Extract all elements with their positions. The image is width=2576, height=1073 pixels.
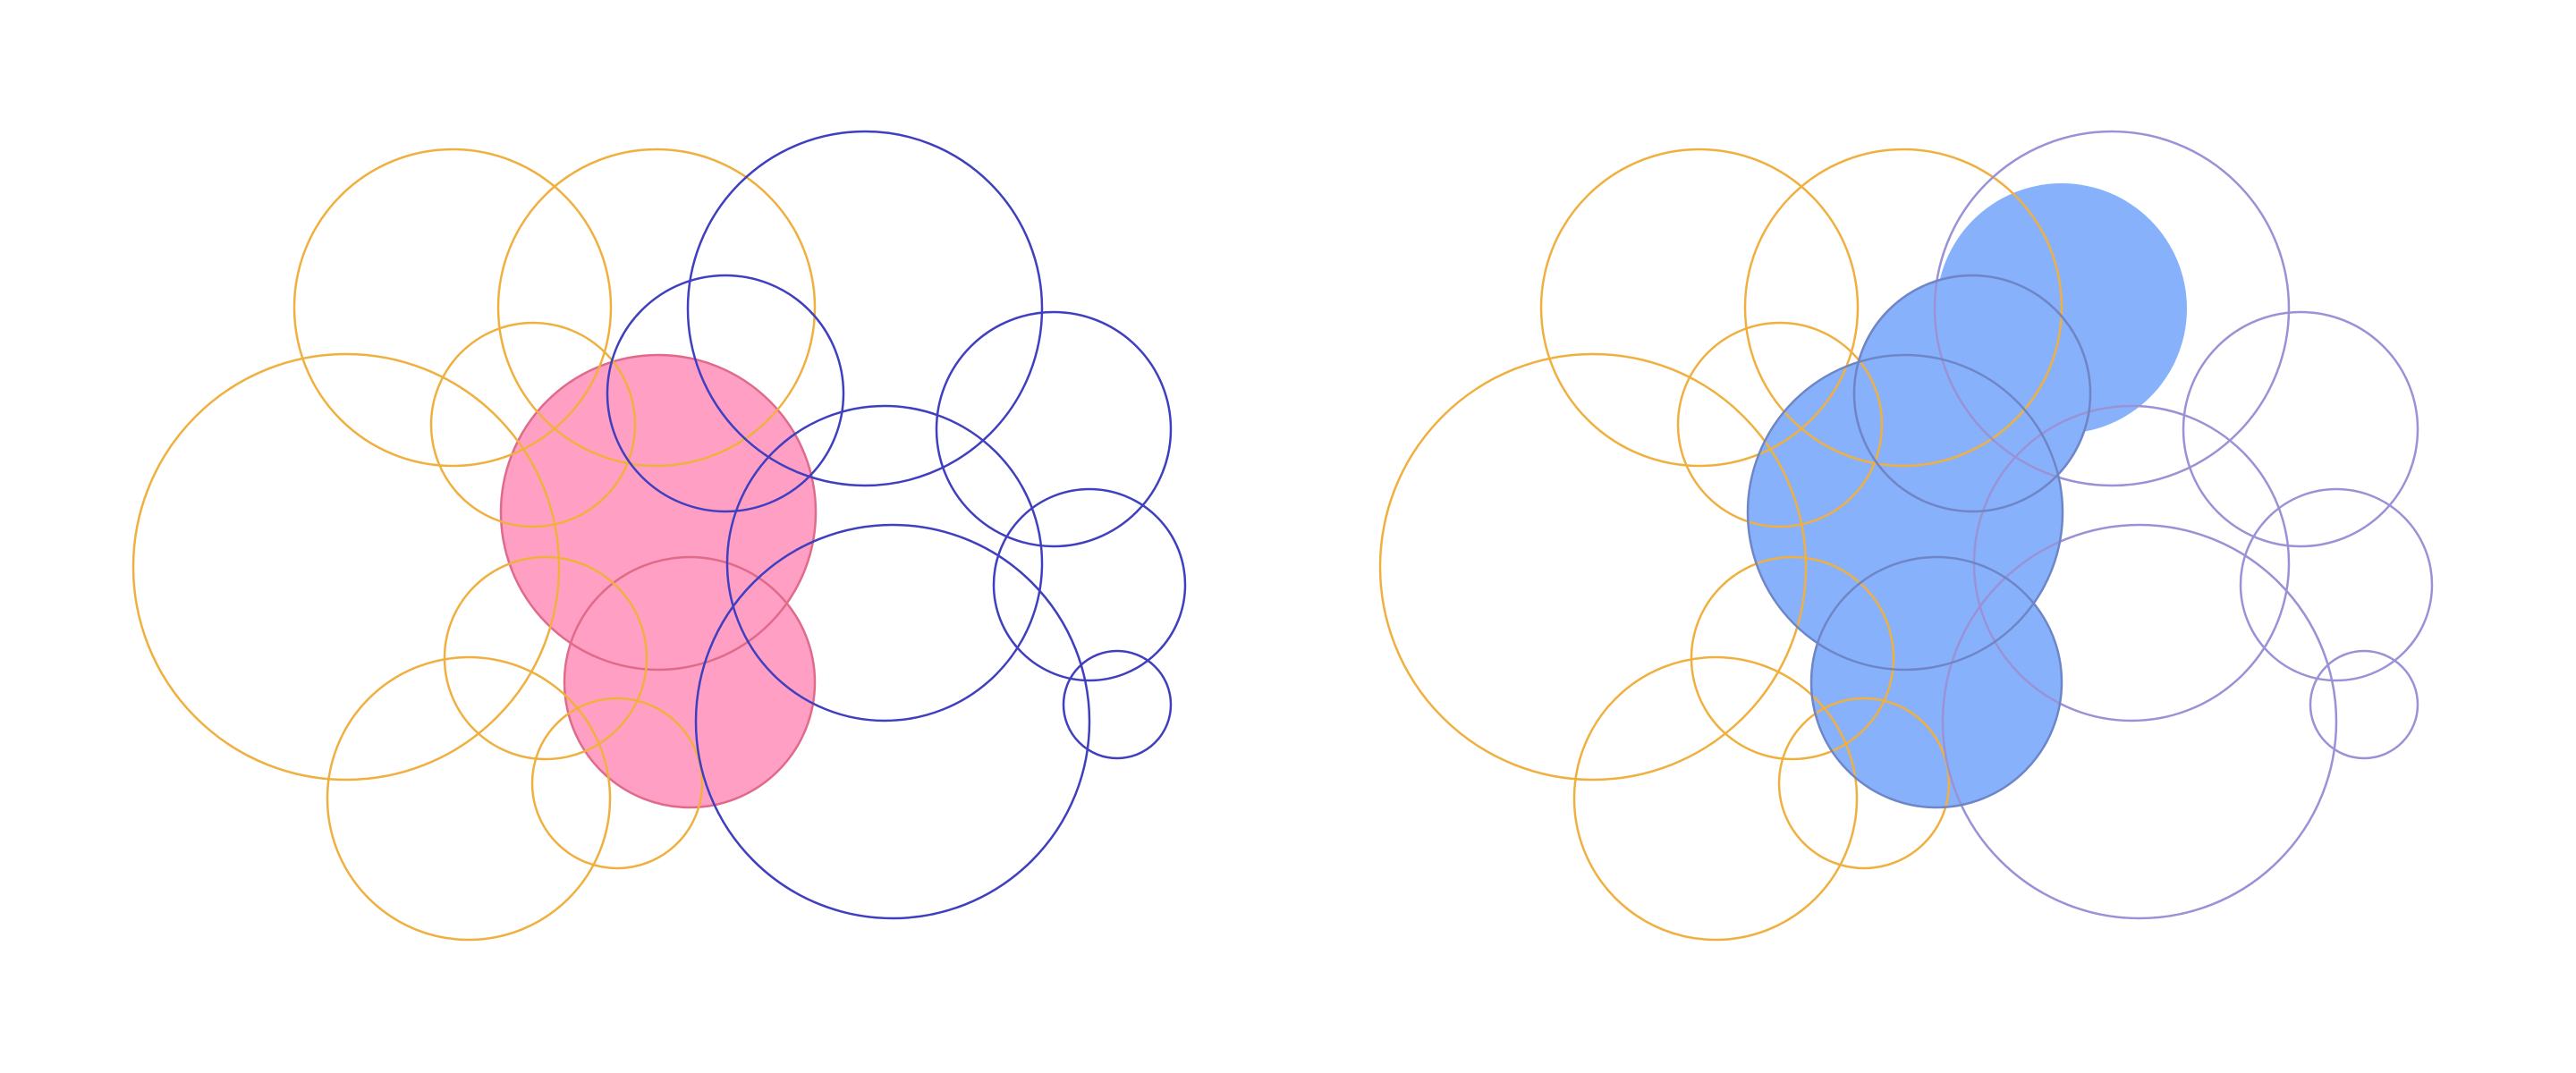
blue-circle-small [1811,557,2062,807]
orange-circle [326,655,612,942]
orange-circle [1378,352,1808,782]
orange-circle [1539,148,1860,468]
indigo-circle [2182,310,2419,548]
orange-circle [292,148,613,468]
orange-circle [1676,321,1884,528]
pink-highlight [499,353,818,809]
orange-circles-left [131,148,817,942]
orange-circle [1572,655,1859,942]
indigo-circle [1933,130,2291,487]
indigo-circles-right [1852,130,2434,920]
orange-circle [1777,697,1951,870]
left-panel [131,130,1187,942]
pink-circle-large-outline [499,353,818,672]
indigo-circle [1941,523,2338,920]
indigo-circle [1062,649,1173,760]
orange-circle [530,697,704,870]
indigo-circle [992,487,1187,682]
indigo-circle [606,274,845,513]
pink-circle-small-outline [563,555,817,809]
indigo-circle [694,523,1091,920]
blue-outline [1852,274,2092,513]
blue-outlines [1746,274,2092,809]
indigo-circles-left [606,130,1187,920]
indigo-circle [725,404,1044,722]
indigo-circle [686,130,1044,487]
indigo-circle [2309,649,2419,760]
pink-circle-small [564,557,815,807]
indigo-circle [2239,487,2434,682]
blue-outline [1809,555,2063,809]
orange-circles-right [1378,148,2063,942]
orange-circle [131,352,561,782]
blue-outline [1746,353,2064,672]
orange-circle [1743,148,2063,468]
blue-circle-mid [1854,275,2090,511]
right-panel [1378,130,2434,942]
orange-circle [429,321,637,528]
orange-circle [1690,555,1895,761]
orange-circle [443,555,648,761]
orange-circle [496,148,817,468]
indigo-circle [935,310,1173,548]
